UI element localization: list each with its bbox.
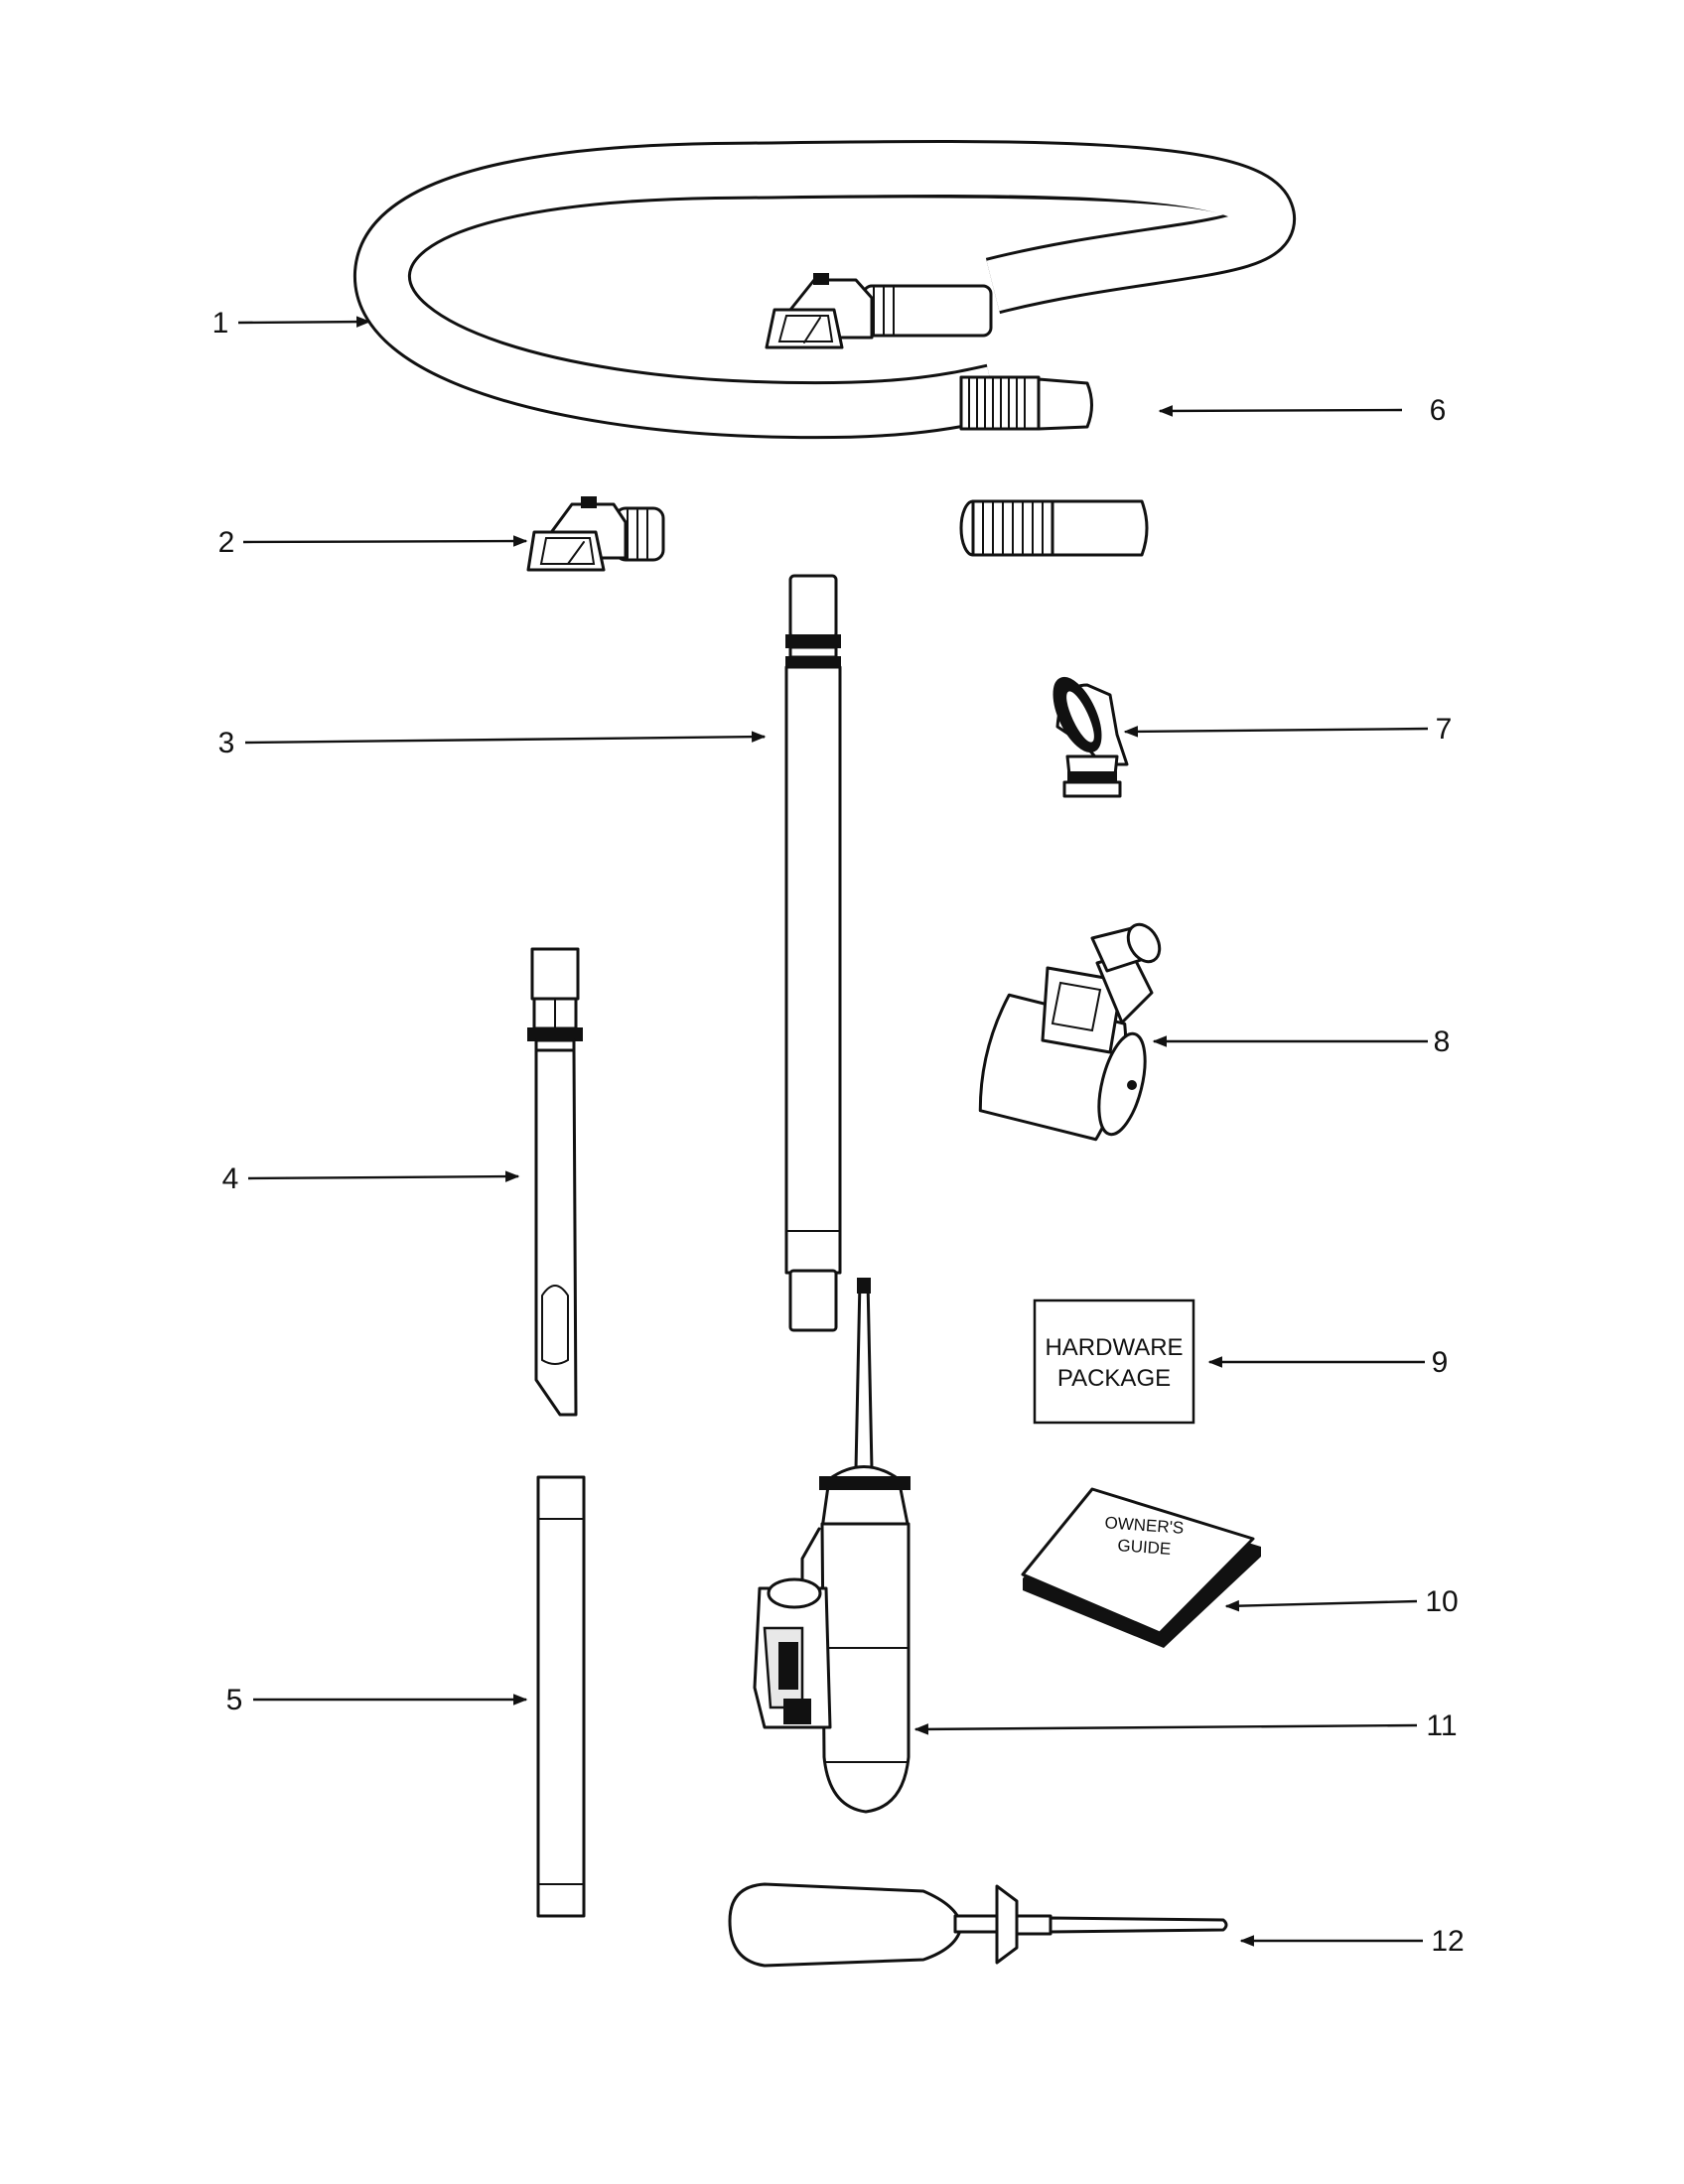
leader-6 xyxy=(1158,405,1403,417)
callout-5: 5 xyxy=(226,1684,243,1716)
leader-2 xyxy=(242,535,528,547)
callout-3: 3 xyxy=(218,727,235,759)
owners-guide-line2: GUIDE xyxy=(1117,1536,1172,1559)
leader-7 xyxy=(1123,726,1429,738)
callout-10: 10 xyxy=(1425,1585,1458,1618)
leader-4 xyxy=(247,1170,520,1182)
callout-11: 11 xyxy=(1426,1709,1457,1742)
leader-lines xyxy=(237,316,1429,1947)
leader-10 xyxy=(1224,1599,1418,1612)
hose-swivel-end-icon xyxy=(526,496,665,572)
callout-7: 7 xyxy=(1436,713,1453,746)
callout-1: 1 xyxy=(212,307,229,340)
leader-3 xyxy=(244,731,767,745)
crevice-tool-icon xyxy=(527,947,583,1417)
leader-1 xyxy=(237,316,371,328)
handheld-tool-icon xyxy=(753,1278,911,1814)
dusting-brush-icon xyxy=(1052,676,1129,798)
callout-4: 4 xyxy=(222,1162,239,1195)
callout-9: 9 xyxy=(1432,1346,1449,1379)
callout-6: 6 xyxy=(1430,394,1447,427)
brush-tool-icon xyxy=(728,1882,1228,1968)
extension-wand-icon xyxy=(784,574,842,1332)
hardware-label-line1: HARDWARE xyxy=(1045,1334,1183,1361)
callout-2: 2 xyxy=(218,526,235,559)
hardware-package-icon: HARDWARE PACKAGE xyxy=(1033,1298,1195,1425)
leader-11 xyxy=(913,1723,1418,1735)
wand-tube-icon xyxy=(536,1475,586,1918)
hose-cuff-icon xyxy=(959,499,1149,557)
owners-guide-icon: OWNER'S GUIDE xyxy=(1021,1487,1261,1648)
hardware-label-line2: PACKAGE xyxy=(1057,1365,1171,1392)
callout-labels: 1 2 3 4 5 6 7 8 9 10 11 12 xyxy=(212,307,1465,1958)
turbo-brush-icon xyxy=(978,922,1162,1142)
hose-icon xyxy=(353,140,1296,440)
callout-12: 12 xyxy=(1431,1925,1464,1958)
callout-8: 8 xyxy=(1434,1025,1451,1058)
